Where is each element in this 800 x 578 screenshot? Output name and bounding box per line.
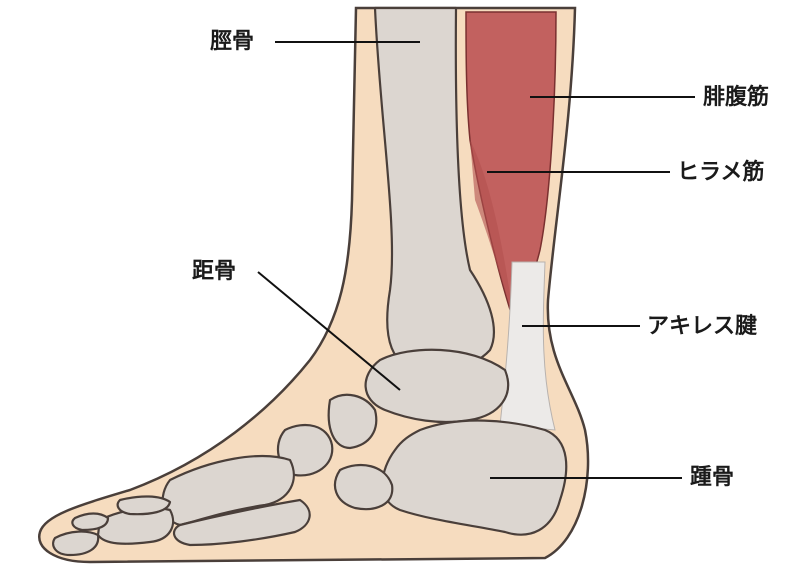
calcaneus-bone [381,419,568,536]
talus-bone [364,348,510,424]
talus-leader-line [257,271,401,391]
cuboid-bone [333,463,394,511]
navicular-bone [327,393,378,450]
phalanx-bone [71,512,110,532]
phalanx-bone [52,530,100,557]
soleus-muscle [470,140,514,322]
soleus-label: ヒラメ筋 [677,160,765,185]
calcaneus-label: 踵骨 [690,465,735,490]
achilles-tendon [499,261,556,431]
achilles-label: アキレス腱 [647,314,758,339]
talus-label: 距骨 [192,259,237,284]
metatarsal-bone [172,498,311,547]
phalanx-bone [116,495,172,516]
tibia-label: 脛骨 [210,29,255,54]
gastrocnemius-label: 腓腹筋 [703,85,770,110]
